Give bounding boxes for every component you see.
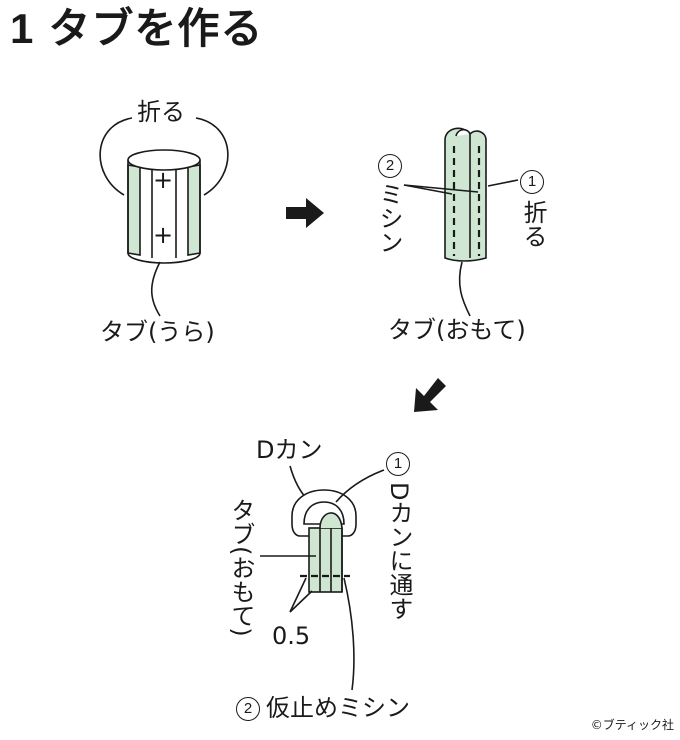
step3-number-1: 1 bbox=[386, 452, 410, 476]
page-title: 1 タブを作る bbox=[10, 4, 263, 54]
step2-tab-illustration bbox=[403, 127, 519, 317]
step1-fold-label: 折る bbox=[137, 98, 185, 126]
arrow-down-left-icon bbox=[414, 378, 446, 412]
step2-tab-label: タブ(おもて) bbox=[388, 316, 526, 344]
step1-tab-illustration bbox=[99, 117, 229, 317]
step2-number-2: 2 bbox=[378, 154, 402, 178]
step3-measure-label: 0.5 bbox=[272, 622, 311, 650]
step3-number-2: 2 bbox=[236, 697, 260, 721]
copyright: ©ブティック社 bbox=[590, 718, 674, 732]
step3-baste-label: 仮止めミシン bbox=[266, 694, 410, 722]
step3-pass-label: Dカンに通す bbox=[385, 482, 413, 621]
step1-plus-mark-bottom: + bbox=[153, 221, 174, 249]
title-text: タブを作る bbox=[48, 4, 264, 53]
step2-sew-label: ミシン bbox=[375, 182, 403, 254]
step3-dring-illustration bbox=[260, 465, 385, 691]
step-number: 1 bbox=[10, 5, 35, 52]
arrow-right-icon bbox=[286, 198, 324, 228]
step1-plus-mark-top: + bbox=[153, 166, 174, 194]
step2-number-1: 1 bbox=[520, 170, 544, 194]
step3-tab-label: タブ(おもて) bbox=[227, 498, 255, 637]
step2-fold-label: 折る bbox=[519, 200, 547, 248]
step1-tab-label: タブ(うら) bbox=[100, 318, 215, 346]
step3-dring-label: Dカン bbox=[256, 436, 323, 464]
